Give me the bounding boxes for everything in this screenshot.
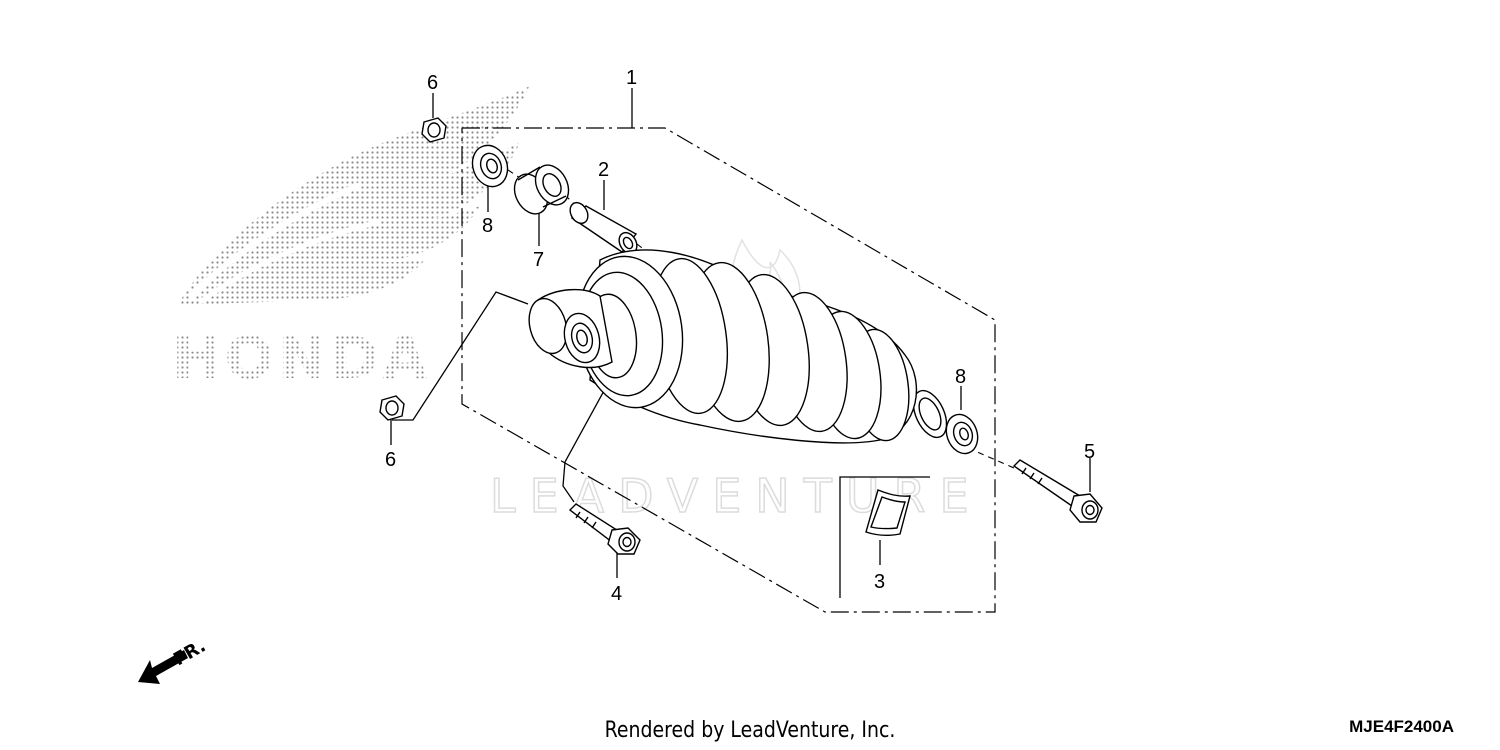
nut-part-6-bottom bbox=[379, 395, 405, 421]
callout-3: 3 bbox=[874, 571, 885, 593]
callout-8-right: 8 bbox=[955, 366, 966, 388]
shock-absorber-part-1 bbox=[528, 249, 948, 444]
callout-numbers: 1 2 3 4 5 6 6 7 8 8 bbox=[385, 67, 1095, 605]
callout-6-bottom: 6 bbox=[385, 449, 396, 471]
leader-lines bbox=[390, 88, 1091, 598]
callout-5: 5 bbox=[1084, 441, 1095, 463]
seal-part-8-right bbox=[945, 413, 979, 455]
bolt-part-4 bbox=[568, 503, 641, 555]
callout-8-left: 8 bbox=[482, 215, 493, 237]
callout-4: 4 bbox=[611, 583, 622, 605]
seal-part-8-left bbox=[471, 144, 509, 188]
credit-text: Rendered by LeadVenture, Inc. bbox=[604, 718, 896, 743]
callout-6-top: 6 bbox=[427, 72, 438, 94]
bolt-part-5 bbox=[1012, 459, 1103, 523]
callout-7: 7 bbox=[533, 249, 544, 271]
diagram-code: MJE4F2400A bbox=[1349, 717, 1454, 736]
honda-wing-logo: HONDA bbox=[172, 86, 530, 392]
nut-part-6-top bbox=[421, 117, 447, 143]
honda-logo-text: HONDA bbox=[172, 324, 431, 392]
callout-2: 2 bbox=[598, 159, 609, 181]
collar-part-2 bbox=[569, 201, 638, 255]
assembly-outline bbox=[461, 127, 996, 613]
label-part-3 bbox=[865, 489, 911, 537]
bushing-part-7 bbox=[513, 164, 570, 215]
fr-label: FR. bbox=[170, 635, 209, 670]
front-direction-arrow: FR. bbox=[138, 635, 209, 684]
callout-1: 1 bbox=[626, 67, 637, 89]
